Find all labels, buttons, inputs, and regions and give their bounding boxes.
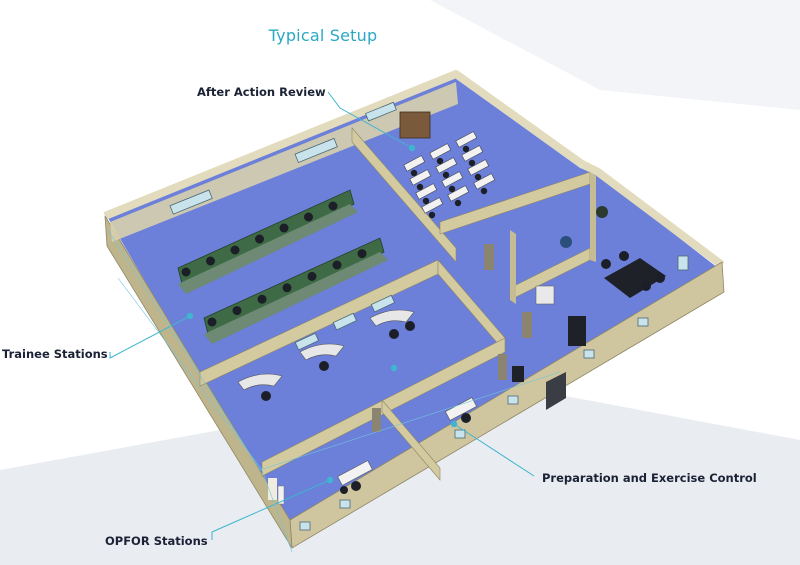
door xyxy=(372,408,381,432)
door xyxy=(522,312,532,338)
aar-desk xyxy=(473,173,496,190)
window xyxy=(169,189,213,215)
door xyxy=(484,244,494,270)
partition-aar xyxy=(351,127,457,263)
chair xyxy=(257,294,267,304)
chair xyxy=(207,317,217,327)
prep-desks xyxy=(445,366,524,423)
outer-wall-east xyxy=(580,160,725,269)
aar-chair xyxy=(416,183,424,191)
chair xyxy=(232,306,242,316)
aar-desk xyxy=(455,131,478,148)
window xyxy=(365,101,397,122)
aar-desk xyxy=(447,185,470,202)
window xyxy=(332,312,358,331)
window xyxy=(454,429,466,439)
server-rack xyxy=(568,316,586,346)
aar-chair xyxy=(410,169,418,177)
partition-prep xyxy=(381,399,441,481)
chair xyxy=(255,234,264,244)
aar-desk xyxy=(467,159,490,176)
callout-opfor-stations: OPFOR Stations xyxy=(105,534,208,548)
background-shadow-upper xyxy=(430,0,800,110)
leader-lines xyxy=(109,91,535,540)
meeting-table xyxy=(560,206,666,298)
partition-meeting xyxy=(590,172,596,262)
aar-desk xyxy=(421,197,444,214)
aar-chair xyxy=(422,197,430,205)
aar-desk xyxy=(429,143,452,160)
aar-chair xyxy=(436,157,444,165)
trainee-chairs xyxy=(181,201,367,327)
chair xyxy=(279,223,289,233)
window xyxy=(507,395,519,405)
aar-chair xyxy=(468,159,476,167)
outer-wall-north xyxy=(103,70,585,220)
opfor-desks xyxy=(277,460,373,505)
aar-chair xyxy=(454,199,462,207)
aar-chair xyxy=(428,211,436,219)
callout-frame xyxy=(117,277,293,553)
callout-frame xyxy=(107,229,561,471)
chair xyxy=(304,212,313,222)
window xyxy=(583,349,595,359)
printer xyxy=(535,285,555,305)
chair xyxy=(206,256,215,266)
aar-chair xyxy=(442,171,450,179)
chair xyxy=(307,271,317,281)
window xyxy=(370,294,396,313)
aar-chair xyxy=(448,185,456,193)
callout-preparation-exercise-control: Preparation and Exercise Control xyxy=(542,471,757,485)
callout-dots xyxy=(186,144,458,484)
chair xyxy=(282,283,292,293)
chair xyxy=(230,245,240,255)
window xyxy=(294,137,338,164)
chair xyxy=(332,260,342,270)
chair xyxy=(328,201,338,211)
aar-chair xyxy=(474,173,482,181)
aar-chair xyxy=(462,145,470,153)
aar-desk xyxy=(435,157,458,174)
chair xyxy=(181,267,191,277)
bookshelf xyxy=(399,111,431,139)
window xyxy=(677,255,689,271)
aar-desk xyxy=(415,183,438,200)
window xyxy=(294,332,320,351)
callout-trainee-stations: Trainee Stations xyxy=(2,347,108,361)
aar-desk xyxy=(403,155,426,172)
window xyxy=(339,499,351,509)
callout-after-action-review: After Action Review xyxy=(197,85,326,99)
instructor-desks xyxy=(237,309,415,401)
aar-chair xyxy=(480,187,488,195)
chair xyxy=(357,249,367,259)
door xyxy=(498,354,507,380)
aar-desk xyxy=(461,145,484,162)
partition-server-west xyxy=(510,230,516,304)
aar-desk xyxy=(441,171,464,188)
door xyxy=(268,478,277,500)
after-action-review-desks xyxy=(403,131,496,219)
window xyxy=(299,521,311,531)
entry-door xyxy=(546,372,566,410)
window xyxy=(637,317,649,327)
aar-desk xyxy=(409,169,432,186)
page-title: Typical Setup xyxy=(268,26,378,45)
